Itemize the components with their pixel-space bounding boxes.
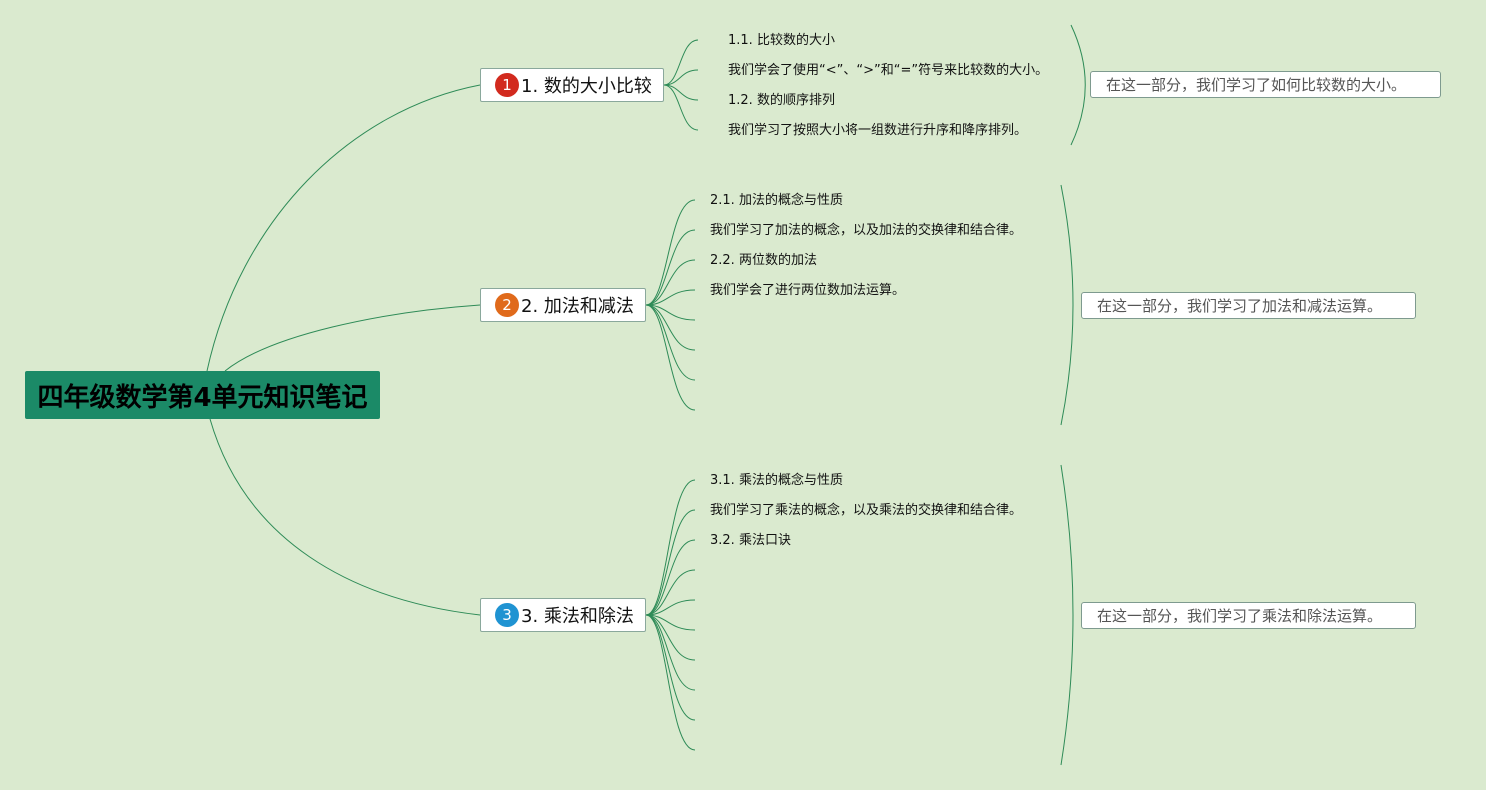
connector-line — [645, 199, 696, 306]
connector-line — [663, 84, 699, 131]
note-node[interactable]: 我们学会了进行两位数加法运算。 — [710, 283, 906, 298]
connector-root-topic-2 — [224, 304, 481, 372]
number-3-icon: 3 — [495, 603, 519, 627]
number-2-icon: 2 — [495, 293, 519, 317]
connector-line — [645, 304, 696, 351]
number-1-icon: 1 — [495, 73, 519, 97]
subtopic-node[interactable]: 2.1. 加法的概念与性质 — [710, 193, 843, 208]
topic-label: 2. 加法和减法 — [521, 296, 634, 317]
connector-line — [645, 259, 696, 306]
subtopic-node[interactable]: 1.1. 比较数的大小 — [728, 33, 835, 48]
connector-line — [645, 304, 696, 411]
subtopic-node[interactable]: 3.1. 乘法的概念与性质 — [710, 473, 843, 488]
subtopic-node[interactable]: 3.2. 乘法口诀 — [710, 533, 791, 548]
topic-node-2[interactable]: 2 2. 加法和减法 — [480, 288, 646, 322]
connector-line — [645, 304, 696, 381]
connector-line — [645, 569, 696, 616]
note-node[interactable]: 我们学习了乘法的概念，以及乘法的交换律和结合律。 — [710, 503, 1023, 518]
connector-root-topic-1 — [206, 84, 481, 372]
connector-root-topic-3 — [209, 418, 481, 616]
connector-line — [645, 614, 696, 661]
note-node[interactable]: 我们学会了使用“<”、“>”和“=”符号来比较数的大小。 — [728, 63, 1049, 78]
central-topic[interactable]: 四年级数学第4单元知识笔记 — [25, 371, 380, 419]
subtopic-node[interactable]: 1.2. 数的顺序排列 — [728, 93, 835, 108]
connector-line — [645, 479, 696, 616]
connector-line — [645, 539, 696, 616]
topic-node-1[interactable]: 1 1. 数的大小比较 — [480, 68, 664, 102]
connector-line — [663, 69, 699, 86]
connector-line — [645, 614, 696, 751]
summary-node-3[interactable]: 在这一部分，我们学习了乘法和除法运算。 — [1081, 602, 1416, 629]
topic-node-3[interactable]: 3 3. 乘法和除法 — [480, 598, 646, 632]
summary-bracket-2 — [1060, 184, 1074, 426]
subtopic-node[interactable]: 2.2. 两位数的加法 — [710, 253, 817, 268]
summary-node-2[interactable]: 在这一部分，我们学习了加法和减法运算。 — [1081, 292, 1416, 319]
summary-bracket-1 — [1070, 24, 1086, 146]
topic-label: 1. 数的大小比较 — [521, 76, 652, 97]
note-node[interactable]: 我们学习了按照大小将一组数进行升序和降序排列。 — [728, 123, 1028, 138]
summary-node-1[interactable]: 在这一部分，我们学习了如何比较数的大小。 — [1090, 71, 1441, 98]
connector-line — [645, 229, 696, 306]
summary-bracket-3 — [1060, 464, 1074, 766]
topic-label: 3. 乘法和除法 — [521, 606, 634, 627]
connector-line — [645, 509, 696, 616]
connector-line — [663, 39, 699, 86]
connector-line — [645, 289, 696, 306]
connector-line — [645, 599, 696, 616]
note-node[interactable]: 我们学习了加法的概念，以及加法的交换律和结合律。 — [710, 223, 1023, 238]
connector-line — [645, 614, 696, 721]
connector-line — [645, 614, 696, 691]
